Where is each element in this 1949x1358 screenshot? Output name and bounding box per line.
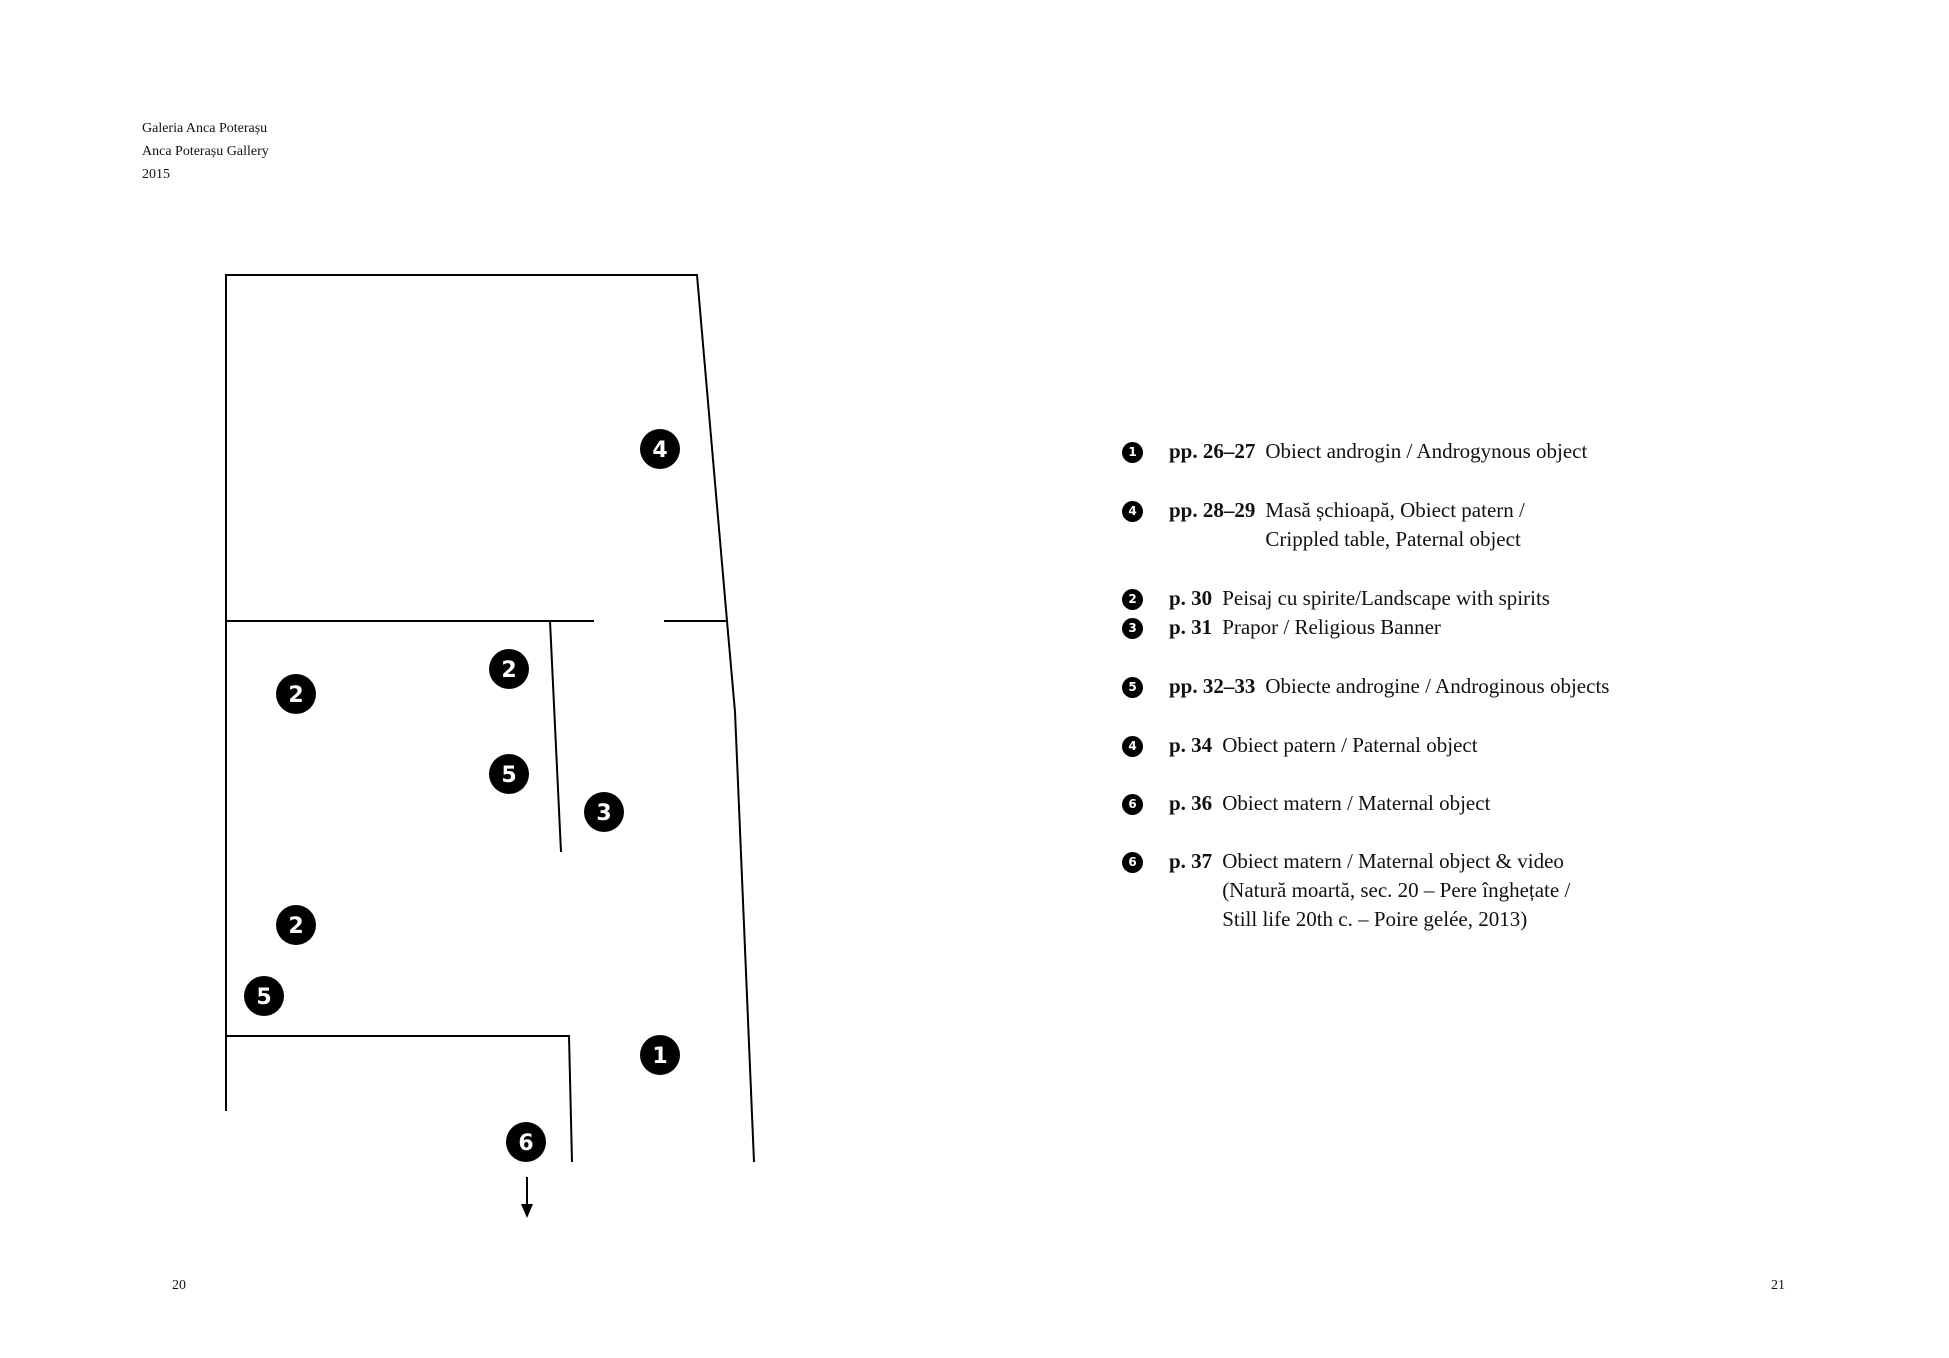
legend-item: 6 p. 37 Obiect matern / Maternal object & … <box>1122 847 1570 934</box>
plan-marker: 4 <box>640 429 680 469</box>
title-line: Prapor / Religious Banner <box>1222 615 1441 639</box>
number-bullet: 4 <box>1122 501 1143 522</box>
lower-wall <box>226 1035 573 1163</box>
title-line: Obiecte androgine / Androginous objects <box>1265 674 1610 698</box>
title-line: Obiect patern / Paternal object <box>1222 733 1478 757</box>
plan-marker: 5 <box>489 754 529 794</box>
artwork-title: Obiect matern / Maternal object & video (… <box>1222 847 1570 934</box>
plan-markers: 4 2 2 5 3 2 5 1 6 <box>244 429 680 1162</box>
number-bullet: 5 <box>1122 677 1143 698</box>
marker-circle <box>244 976 284 1016</box>
marker-circle <box>640 429 680 469</box>
page-reference: p. 31 <box>1169 615 1213 639</box>
marker-circle <box>584 792 624 832</box>
marker-circle <box>506 1122 546 1162</box>
marker-label: 2 <box>288 683 303 708</box>
marker-circle <box>276 674 316 714</box>
legend-item: 6 p. 36 Obiect matern / Maternal object <box>1122 789 1490 818</box>
title-line: Crippled table, Paternal object <box>1265 527 1521 551</box>
entrance-arrow-icon <box>521 1204 533 1218</box>
artwork-title: Obiect patern / Paternal object <box>1222 731 1477 760</box>
plan-marker: 6 <box>506 1122 546 1162</box>
plan-marker: 5 <box>244 976 284 1016</box>
walls <box>225 274 755 1206</box>
legend-item: 5 pp. 32–33 Obiecte androgine / Androginou… <box>1122 672 1609 701</box>
title-line: Still life 20th c. – Poire gelée, 2013) <box>1222 907 1528 931</box>
title-line: (Natură moartă, sec. 20 – Pere înghețate… <box>1222 878 1571 902</box>
title-line: Masă șchioapă, Obiect patern / <box>1265 498 1525 522</box>
page-number-right: 21 <box>1771 1278 1785 1293</box>
outer-wall <box>225 274 755 1163</box>
marker-label: 1 <box>652 1044 667 1069</box>
marker-label: 6 <box>518 1131 533 1156</box>
title-line: Obiect matern / Maternal object & video <box>1222 849 1564 873</box>
plan-marker: 3 <box>584 792 624 832</box>
number-bullet: 2 <box>1122 589 1143 610</box>
number-bullet: 3 <box>1122 618 1143 639</box>
plan-marker: 2 <box>489 649 529 689</box>
page-reference: pp. 28–29 <box>1169 498 1256 522</box>
number-bullet: 6 <box>1122 852 1143 873</box>
marker-circle <box>640 1035 680 1075</box>
page-reference: p. 37 <box>1169 849 1213 873</box>
gallery-name-ro: Galeria Anca Poterașu <box>142 121 268 136</box>
artwork-title: Obiect androgin / Androgynous object <box>1265 437 1587 466</box>
plan-marker: 2 <box>276 674 316 714</box>
page-number-left: 20 <box>172 1278 186 1293</box>
page-reference: p. 30 <box>1169 586 1213 610</box>
number-bullet: 6 <box>1122 794 1143 815</box>
legend-item: 4 p. 34 Obiect patern / Paternal object <box>1122 731 1478 760</box>
legend-item: 4 pp. 28–29 Masă șchioapă, Obiect patern /… <box>1122 496 1525 554</box>
marker-label: 2 <box>501 658 516 683</box>
plan-marker: 1 <box>640 1035 680 1075</box>
marker-label: 2 <box>288 914 303 939</box>
artwork-title: Peisaj cu spirite/Landscape with spirits <box>1222 584 1550 613</box>
marker-circle <box>489 649 529 689</box>
title-line: Obiect matern / Maternal object <box>1222 791 1491 815</box>
artwork-title: Prapor / Religious Banner <box>1222 613 1441 642</box>
plan-marker: 2 <box>276 905 316 945</box>
artwork-title: Obiect matern / Maternal object <box>1222 789 1490 818</box>
artwork-title: Obiecte androgine / Androginous objects <box>1265 672 1609 701</box>
inner-wall <box>549 620 562 853</box>
page-reference: p. 34 <box>1169 733 1213 757</box>
page-reference: p. 36 <box>1169 791 1213 815</box>
legend-item: 2 p. 30 Peisaj cu spirite/Landscape with s… <box>1122 584 1550 613</box>
marker-label: 5 <box>501 763 516 788</box>
marker-label: 4 <box>652 438 667 463</box>
artwork-title: Masă șchioapă, Obiect patern / Crippled t… <box>1265 496 1525 554</box>
number-bullet: 4 <box>1122 736 1143 757</box>
page-reference: pp. 32–33 <box>1169 674 1256 698</box>
year: 2015 <box>142 167 170 182</box>
title-line: Peisaj cu spirite/Landscape with spirits <box>1222 586 1550 610</box>
legend-item: 1 pp. 26–27 Obiect androgin / Androgynous … <box>1122 437 1587 466</box>
catalog-header: Galeria Anca Poterașu Anca Poterașu Gall… <box>142 117 269 186</box>
number-bullet: 1 <box>1122 442 1143 463</box>
marker-circle <box>489 754 529 794</box>
marker-label: 5 <box>256 985 271 1010</box>
gallery-name-en: Anca Poterașu Gallery <box>142 144 269 159</box>
page-reference: pp. 26–27 <box>1169 439 1256 463</box>
title-line: Obiect androgin / Androgynous object <box>1265 439 1588 463</box>
marker-circle <box>276 905 316 945</box>
marker-label: 3 <box>596 801 611 826</box>
legend-item: 3 p. 31 Prapor / Religious Banner <box>1122 613 1441 642</box>
